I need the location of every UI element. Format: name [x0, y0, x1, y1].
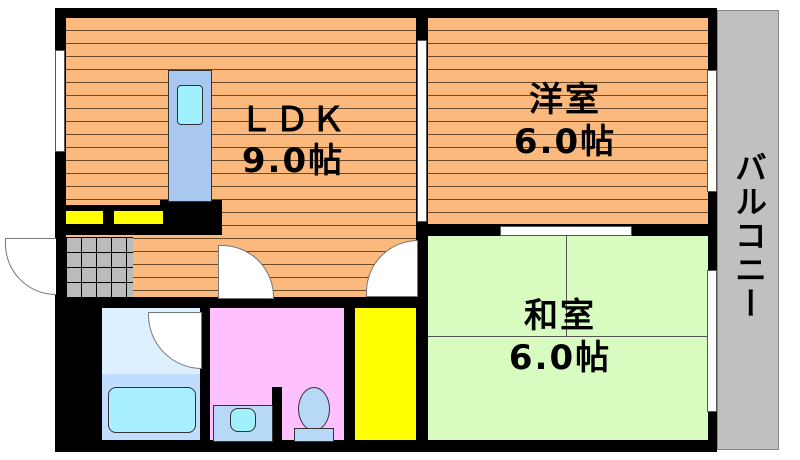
window — [707, 70, 717, 192]
closet — [355, 308, 416, 440]
kitchen-block — [160, 200, 222, 235]
window — [707, 270, 717, 412]
western-room — [428, 18, 708, 224]
entrance-door[interactable] — [5, 238, 56, 295]
sliding-door[interactable] — [417, 40, 427, 222]
toilet-icon — [298, 387, 330, 431]
shoebox-right — [114, 211, 163, 224]
wash-basin-icon — [213, 405, 273, 442]
entrance-tiles — [66, 237, 133, 297]
sliding-door[interactable] — [500, 226, 632, 236]
toilet-tank — [294, 428, 334, 442]
japanese-size: 6.0帖 — [508, 338, 612, 378]
tatami-line — [428, 336, 708, 337]
ldk-size: 9.0帖 — [241, 141, 345, 181]
balcony: バルコニー — [717, 10, 779, 450]
ldk-label: ＬＤＫ — [239, 100, 347, 140]
western-size: 6.0帖 — [513, 122, 617, 162]
japanese-room — [428, 236, 708, 440]
washroom-door[interactable] — [148, 312, 202, 369]
window — [55, 50, 65, 152]
japanese-label: 和室 — [524, 296, 596, 336]
balcony-label: バルコニー — [730, 151, 768, 321]
partition — [272, 387, 282, 440]
western-label: 洋室 — [529, 80, 601, 120]
bathtub-icon — [108, 387, 196, 433]
bathroom — [102, 374, 200, 440]
sink-icon — [177, 85, 203, 125]
ldk-room — [66, 18, 416, 297]
kitchen-counter — [168, 70, 212, 202]
shoebox-left — [66, 211, 103, 224]
tatami-line — [566, 236, 567, 336]
